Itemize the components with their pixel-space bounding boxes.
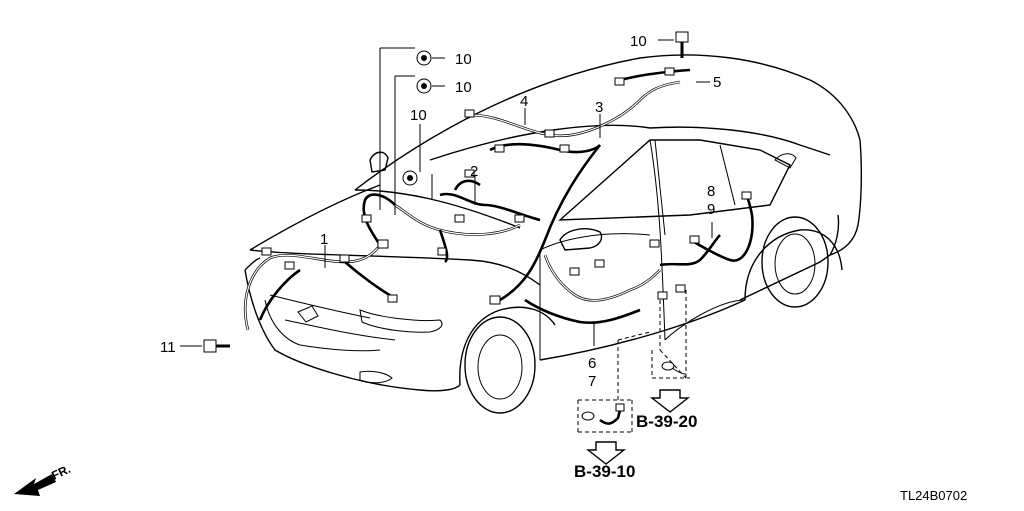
callout-1: 1 xyxy=(320,231,328,248)
callout-7: 7 xyxy=(588,373,596,390)
detail-inset-b3920 xyxy=(649,290,691,413)
clip-10-second xyxy=(416,78,432,94)
front-direction-label: FR. xyxy=(49,462,72,483)
clip-10-mid xyxy=(402,170,418,186)
callout-11: 11 xyxy=(160,339,176,356)
diagram-code: TL24B0702 xyxy=(900,488,967,503)
reference-b-39-20: B-39-20 xyxy=(636,412,697,431)
bolt-11-front xyxy=(203,339,230,353)
callout-10-second: 10 xyxy=(455,79,472,96)
clip-10-top xyxy=(416,50,432,66)
callout-10-mid: 10 xyxy=(410,107,427,124)
callout-6: 6 xyxy=(588,355,596,372)
wire-harness-floor xyxy=(524,194,754,324)
detail-inset-b3910 xyxy=(577,331,651,465)
callout-10-top: 10 xyxy=(455,51,472,68)
reference-labels: B-39-20 B-39-10 xyxy=(574,412,697,481)
reference-b-39-10: B-39-10 xyxy=(574,462,635,481)
callout-10-roof: 10 xyxy=(630,33,647,50)
bolt-10-roof xyxy=(675,31,689,58)
callout-labels: 1 2 3 4 5 6 7 8 9 10 10 10 10 11 xyxy=(160,33,721,390)
callout-5: 5 xyxy=(713,74,721,91)
front-direction-arrow xyxy=(14,474,56,496)
callout-4: 4 xyxy=(520,93,528,110)
callout-9: 9 xyxy=(707,201,715,218)
harness-connectors xyxy=(261,67,752,305)
callout-2: 2 xyxy=(470,163,478,180)
callout-8: 8 xyxy=(707,183,715,200)
wire-harness-dash xyxy=(439,179,541,222)
leader-lines xyxy=(180,39,713,347)
car-body-outline xyxy=(244,54,863,414)
callout-3: 3 xyxy=(595,99,603,116)
